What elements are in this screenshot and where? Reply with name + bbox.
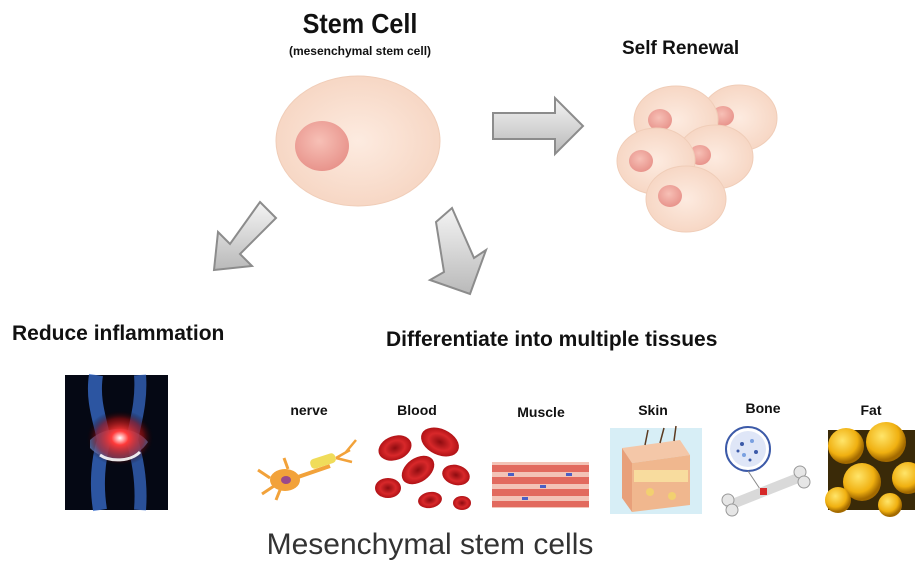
tissue-label-nerve: nerve [290,402,328,418]
muscle-fiber-image [492,462,589,508]
nerve-cell-image [257,439,357,501]
self-renewal-label: Self Renewal [622,38,740,59]
reduce-inflammation-label: Reduce inflammation [12,322,225,345]
self-renewal-cells [616,84,778,233]
skin-layers-image [610,425,702,514]
stem-cell-nucleus [295,121,349,171]
knee-inflammation-image [65,373,168,512]
tissue-label-blood: Blood [397,402,437,418]
differentiate-label: Differentiate into multiple tissues [386,328,718,351]
blood-cells-image [375,427,471,512]
stem-cell-subtitle: (mesenchymal stem cell) [288,44,432,58]
fat-cells-image [825,422,915,517]
tissue-label-muscle: Muscle [517,404,565,420]
arrow-to-self-renewal [492,95,585,157]
stem-cell-title: Stem Cell [302,8,418,39]
tissue-label-fat: Fat [860,402,882,418]
stem-cell-graphic [275,75,441,207]
arrow-to-differentiate [427,206,488,296]
tissue-label-bone: Bone [745,400,781,416]
arrow-to-reduce-inflammation [212,200,278,272]
bone-image [721,426,811,517]
figure-caption: Mesenchymal stem cells [266,528,594,561]
tissue-label-skin: Skin [638,402,668,418]
